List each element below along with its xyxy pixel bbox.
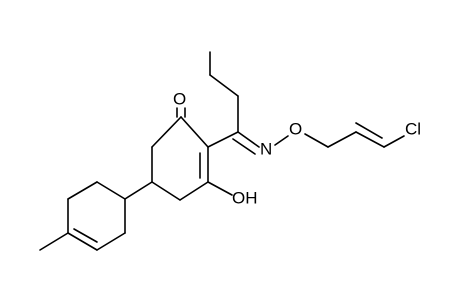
bond-alkene-a [355, 131, 385, 148]
bond-r2-c1-c2 [96, 181, 126, 200]
enol-hydroxyl-group: OH [207, 181, 258, 207]
oxime-side-chain: N O Cl [207, 51, 421, 158]
bond-c3-c4 [179, 181, 209, 201]
bond-r2-c4-c5 [67, 232, 98, 251]
bond-c-n-a [237, 131, 260, 148]
bond-c6-c1 [151, 116, 182, 148]
bond-o-ch2 [304, 133, 329, 148]
oxime-nitrogen-label: N [260, 139, 272, 158]
ketone-oxygen-label: O [173, 89, 186, 108]
bond-methyl [39, 232, 69, 251]
bond-ch2-ch [327, 131, 357, 148]
bond-r2-c5-c6 [96, 232, 126, 251]
bond-c1-c2 [180, 116, 209, 148]
bond-r2-c2-c3 [67, 181, 98, 200]
bond-c-n-b [232, 138, 256, 155]
cyclohexenone-ring [151, 116, 209, 201]
ketone-group: O [173, 89, 186, 118]
bond-c3-oh [207, 181, 233, 196]
chlorine-label: Cl [405, 119, 421, 138]
bond-ring-to-imine-carbon [207, 131, 239, 148]
hydroxyl-label: OH [232, 188, 258, 207]
bond-r2-c4-c5-double [73, 228, 98, 243]
bond-ring-link [124, 181, 153, 200]
oxime-oxygen-label: O [289, 119, 302, 138]
bond-c4-c5 [151, 181, 181, 201]
bond-n-o [274, 135, 289, 146]
bond-propyl-2 [209, 74, 239, 97]
cyclohexenyl-substituent [39, 181, 153, 251]
bond-alkene-b [355, 122, 383, 139]
bond-c-cl [383, 135, 405, 148]
